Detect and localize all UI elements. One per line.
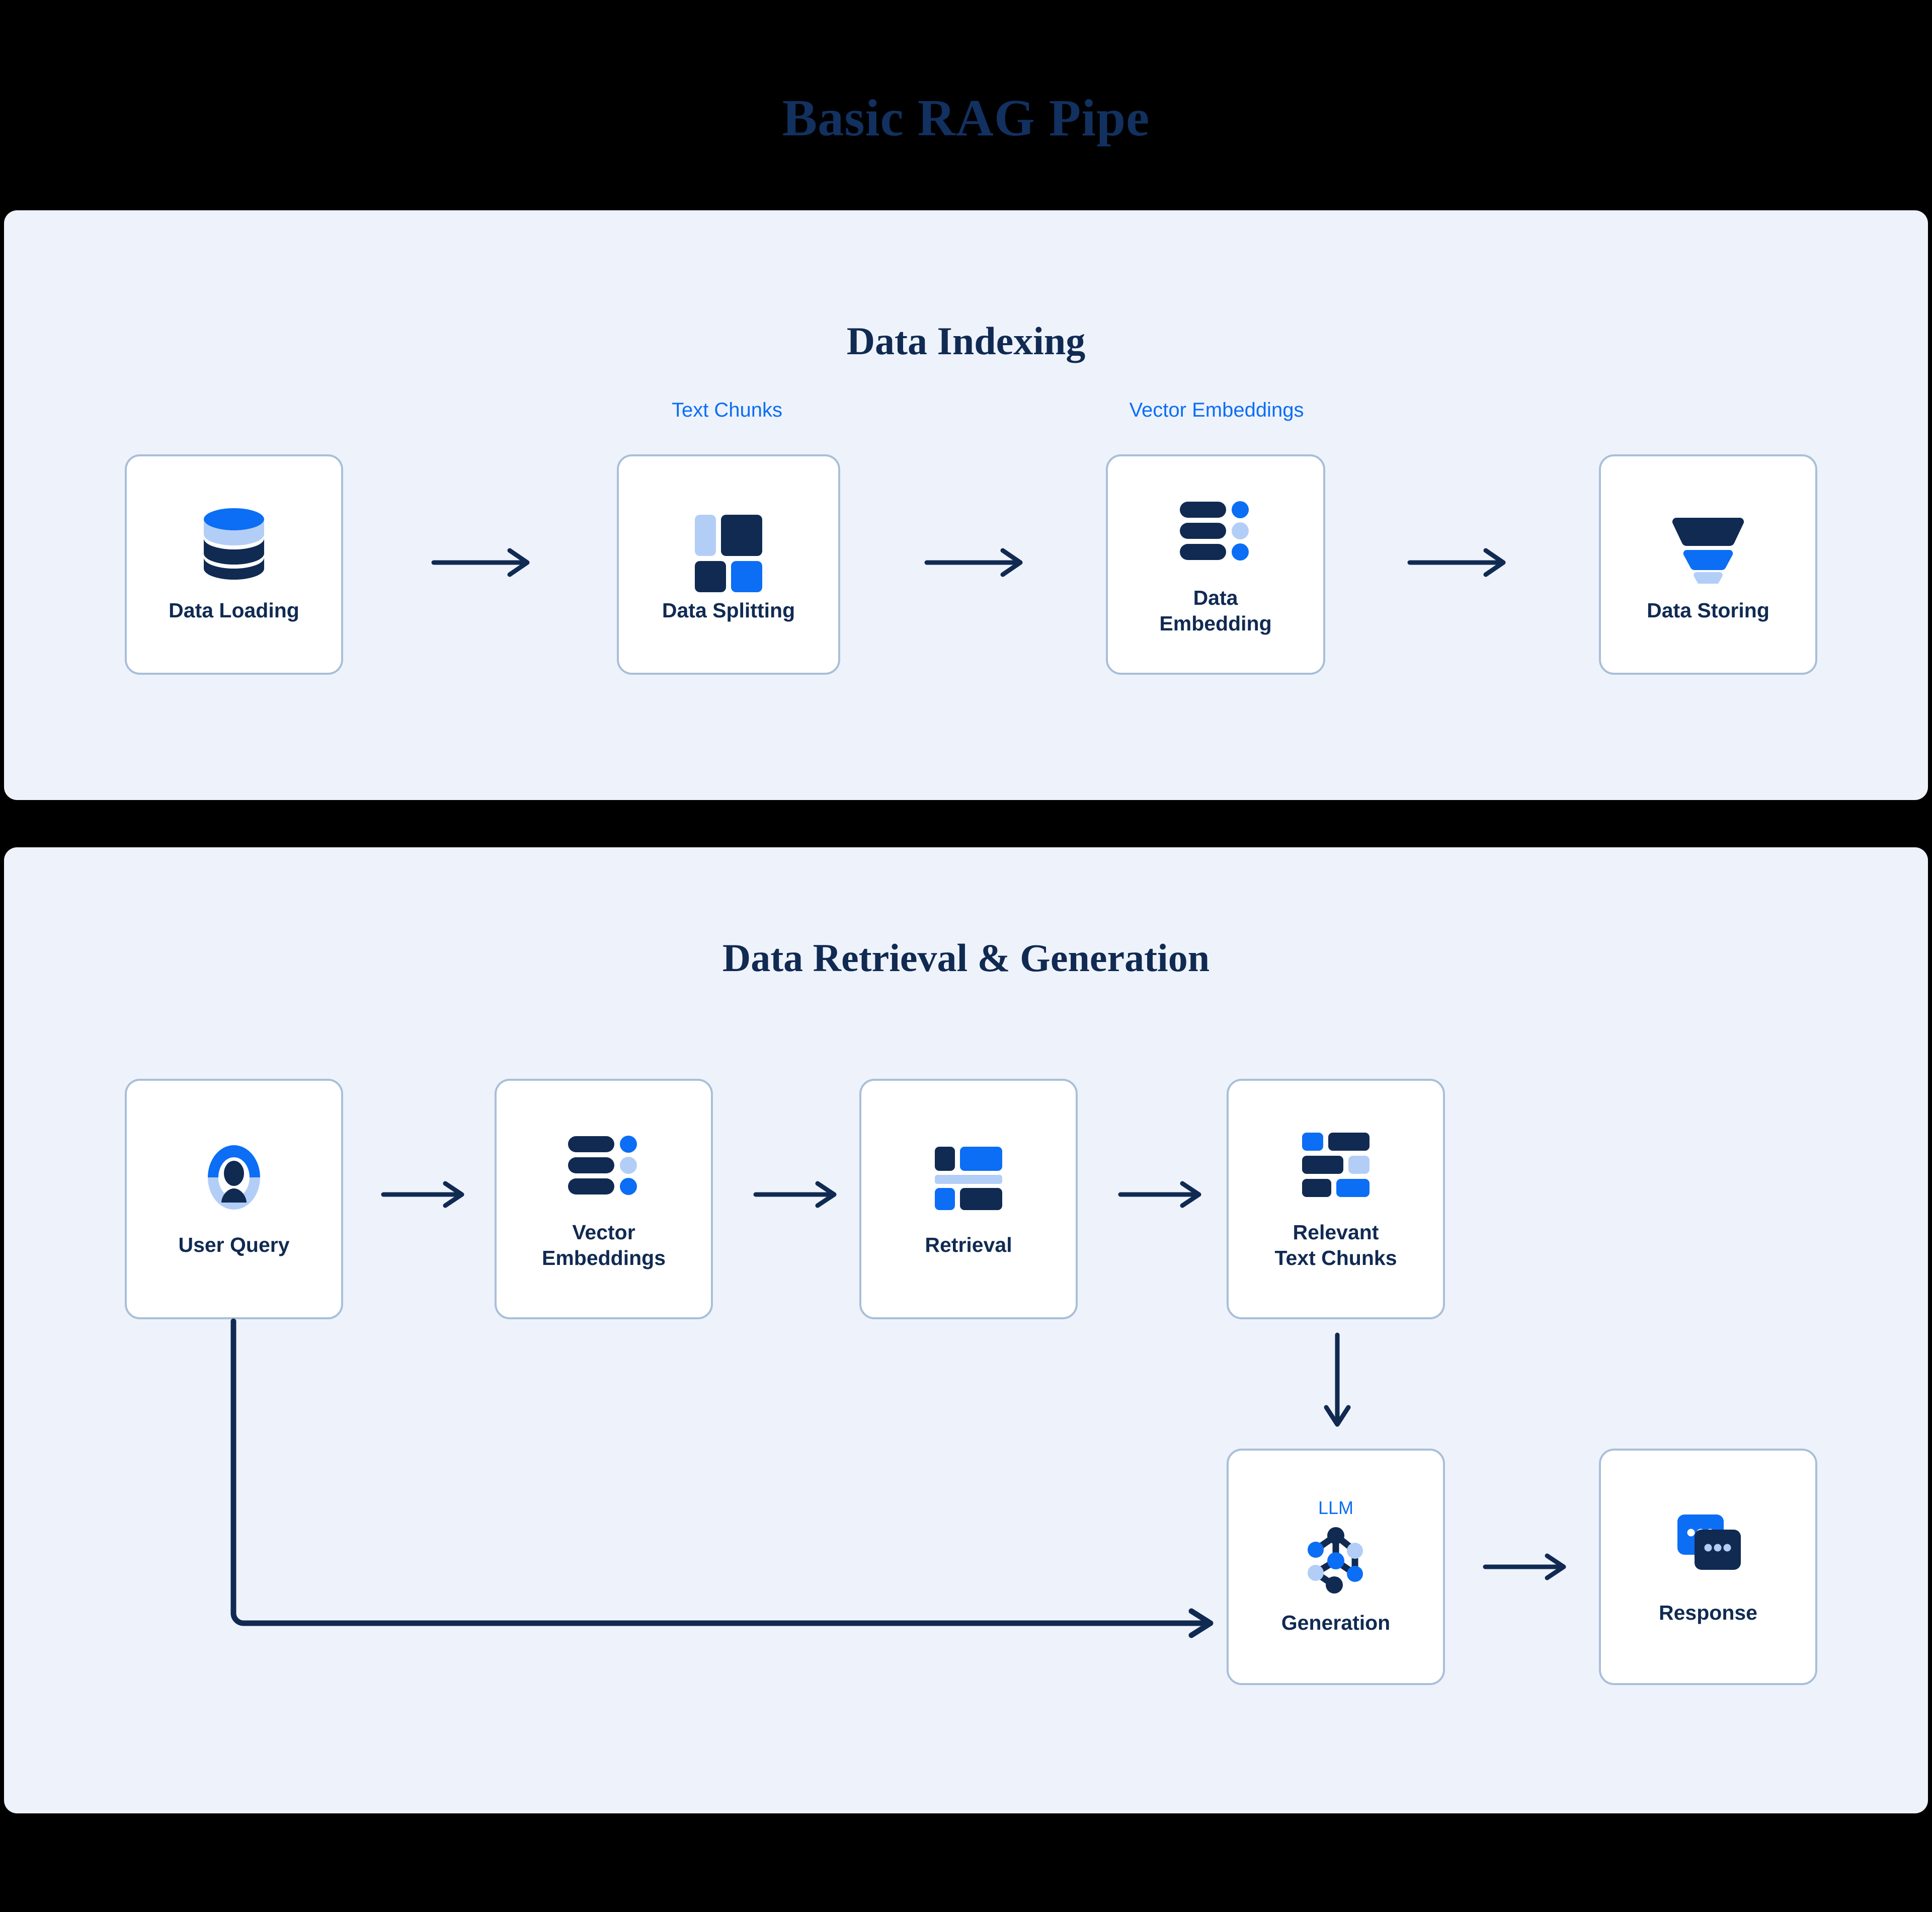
vector-embeddings-icon: [566, 1127, 641, 1203]
chunks-icon: [691, 505, 766, 593]
panel-data-indexing: Data Indexing Text Chunks Vector Embeddi…: [4, 210, 1928, 800]
card-relevant-text-chunks[interactable]: Relevant Text Chunks: [1227, 1079, 1445, 1319]
card-label: Data Splitting: [662, 599, 795, 622]
arrow-right-icon-4: [381, 1179, 467, 1210]
card-label: Data Embedding: [1159, 586, 1272, 635]
panel-data-retrieval-generation: Data Retrieval & Generation User Query: [4, 847, 1928, 1813]
card-data-splitting[interactable]: Data Splitting: [617, 454, 840, 675]
chat-bubbles-icon: [1670, 1507, 1746, 1583]
card-generation[interactable]: LLM: [1227, 1449, 1445, 1685]
card-label: Data Storing: [1647, 599, 1769, 622]
label-text-chunks: Text Chunks: [671, 399, 783, 421]
arrow-down-icon: [1322, 1332, 1352, 1433]
card-data-loading[interactable]: Data Loading: [125, 454, 343, 675]
database-icon: [194, 505, 274, 581]
vector-embeddings-icon: [1178, 493, 1253, 568]
elbow-connector-user-query-to-generation: [205, 1318, 1227, 1651]
arrow-right-icon-7: [1483, 1552, 1569, 1582]
section-heading-indexing: Data Indexing: [846, 319, 1086, 363]
card-label: Data Loading: [169, 599, 299, 622]
user-avatar-icon: [201, 1140, 267, 1215]
card-vector-embeddings[interactable]: Vector Embeddings: [495, 1079, 713, 1319]
section-heading-retrieval: Data Retrieval & Generation: [722, 936, 1210, 980]
card-response[interactable]: Response: [1599, 1449, 1817, 1685]
page-title: Basic RAG Pipe: [782, 89, 1150, 147]
llm-tag: LLM: [1318, 1497, 1354, 1519]
card-label: Relevant Text Chunks: [1274, 1220, 1397, 1269]
card-label: Generation: [1281, 1611, 1391, 1635]
arrow-right-icon-1: [431, 547, 532, 578]
card-label: User Query: [178, 1233, 290, 1257]
label-vector-embeddings: Vector Embeddings: [1129, 399, 1304, 421]
card-label: Vector Embeddings: [541, 1220, 666, 1269]
card-label: Retrieval: [925, 1233, 1012, 1257]
card-label: Response: [1659, 1601, 1757, 1625]
retrieval-icon: [931, 1140, 1006, 1215]
card-data-embedding[interactable]: Data Embedding: [1106, 454, 1325, 675]
arrow-right-icon-2: [924, 547, 1025, 578]
neural-network-icon: [1303, 1527, 1369, 1594]
arrow-right-icon-5: [753, 1179, 839, 1210]
relevant-chunks-icon: [1298, 1127, 1374, 1203]
arrow-right-icon-6: [1118, 1179, 1204, 1210]
arrow-right-icon-3: [1407, 547, 1508, 578]
card-data-storing[interactable]: Data Storing: [1599, 454, 1817, 675]
card-user-query[interactable]: User Query: [125, 1079, 343, 1319]
card-retrieval[interactable]: Retrieval: [859, 1079, 1078, 1319]
funnel-icon: [1670, 505, 1746, 584]
